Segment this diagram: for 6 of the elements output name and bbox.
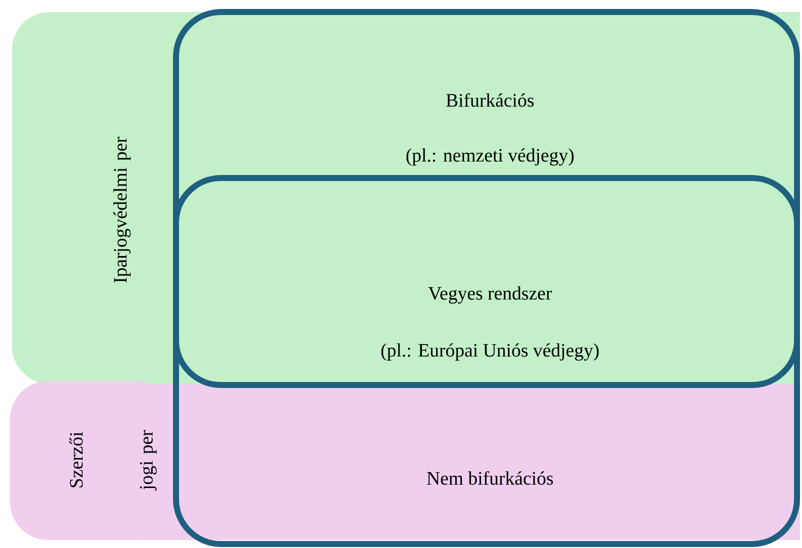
band-label-area: Iparjogvédelmi per	[12, 12, 172, 384]
node-label: Szerzői jogi per	[69, 430, 157, 491]
rounded-box: Vegyes rendszer (pl.: Európai Uniós védjegy)	[173, 175, 800, 388]
band-label-area: Szerzői jogi per	[10, 381, 172, 540]
node-label: Iparjogvédelmi per	[113, 136, 131, 283]
rounded-frame	[173, 9, 800, 547]
